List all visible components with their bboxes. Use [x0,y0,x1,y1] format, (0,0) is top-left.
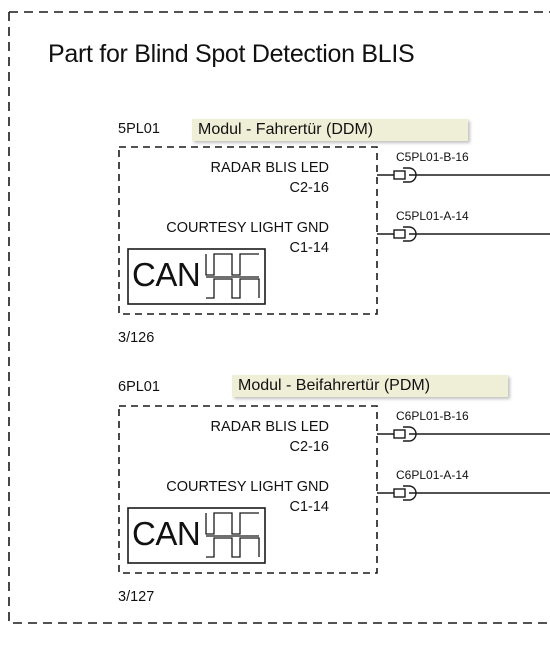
pin-signal-label: COURTESY LIGHT GND [166,220,329,236]
can-signal-icon [205,253,259,276]
connector-pin-icon [377,426,550,442]
pin-signal-label: COURTESY LIGHT GND [166,479,329,495]
connector-pin-icon [377,167,550,183]
module-name-label: Modul - Fahrertür (DDM) [192,119,468,141]
module-1-box [118,146,378,315]
connector-label: C5PL01-A-14 [396,209,469,223]
page-reference: 3/127 [118,589,155,605]
pin-number-label: C1-14 [289,240,330,256]
diagram-title: Part for Blind Spot Detection BLIS [48,40,415,68]
can-signal-icon [205,512,259,535]
can-box-2 [127,507,266,564]
connector-label: C5PL01-B-16 [396,150,469,164]
outer-frame [8,11,550,624]
module-id: 5PL01 [118,121,160,137]
can-label: CAN [132,515,201,552]
pin-number-label: C2-16 [289,439,330,455]
can-label: CAN [132,256,201,293]
page-reference: 3/126 [118,330,155,346]
module-2-box [118,405,378,574]
pin-number-label: C1-14 [289,499,330,515]
module-id: 6PL01 [118,379,160,395]
pin-signal-label: RADAR BLIS LED [210,419,329,435]
module-name-label: Modul - Beifahrertür (PDM) [232,375,508,397]
pin-signal-label: RADAR BLIS LED [210,160,329,176]
pin-number-label: C2-16 [289,180,330,196]
connector-pin-icon [377,226,550,242]
connector-label: C6PL01-A-14 [396,468,469,482]
can-signal-icon [206,537,260,558]
connector-label: C6PL01-B-16 [396,409,469,423]
can-signal-icon [206,278,260,299]
connector-pin-icon [377,485,550,501]
can-box-1 [127,248,266,305]
